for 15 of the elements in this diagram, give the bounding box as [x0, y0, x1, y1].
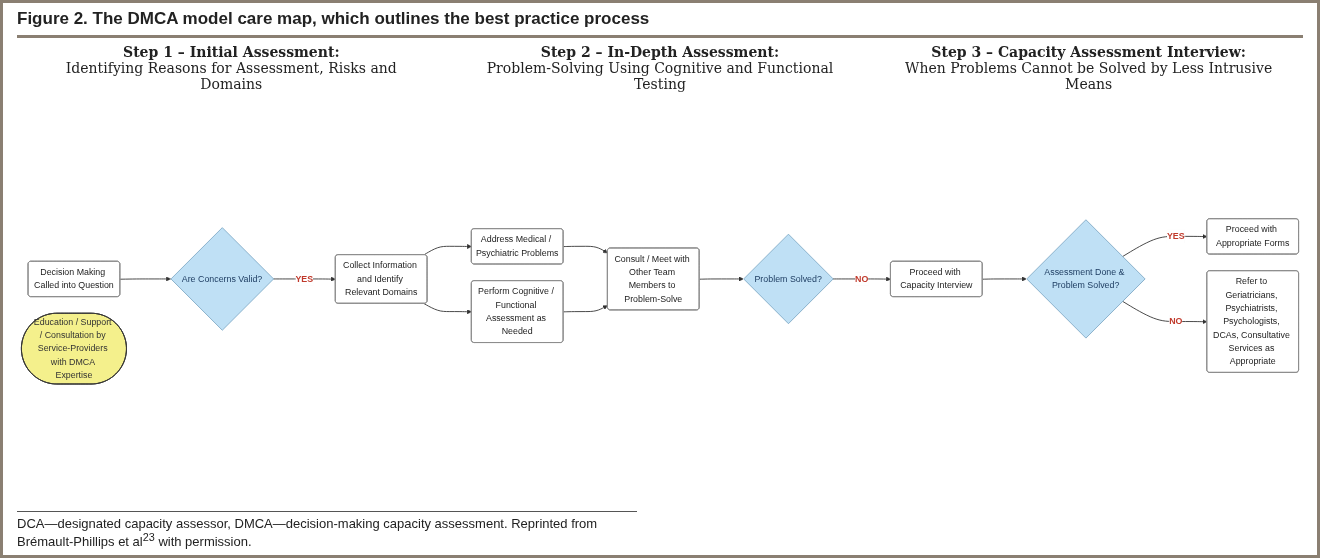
step-description: When Problems Cannot be Solved by Less Intrusive Means [904, 60, 1274, 92]
figure-title: Figure 2. The DMCA model care map, which outlines the best practice process [17, 9, 1303, 38]
node-diamond: Are Concerns Valid? [170, 227, 274, 331]
caption: DCA—designated capacity assessor, DMCA—decision-making capacity assessment. Reprinted from Brémault-Phillips et al$^{23}$ with permission. [17, 510, 637, 549]
edge-label: NO [1169, 316, 1183, 326]
edge-label: YES [1166, 231, 1185, 241]
step-description: Identifying Reasons for Assessment, Risks and Domains [64, 60, 398, 92]
step-heading: Step 2 – In-Depth Assessment: [539, 44, 781, 60]
node-diamond: Problem Solved? [743, 233, 834, 325]
edge-label: NO [855, 273, 869, 284]
step-heading: Step 3 – Capacity Assessment Interview: [930, 44, 1247, 60]
node-diamond: Assessment Done & Problem Solved? [1026, 219, 1146, 339]
step-heading: Step 1 – Initial Assessment: [122, 44, 341, 60]
step-description: Problem-Solving Using Cognitive and Functional Testing [485, 60, 835, 92]
edge-label: YES [295, 273, 314, 284]
